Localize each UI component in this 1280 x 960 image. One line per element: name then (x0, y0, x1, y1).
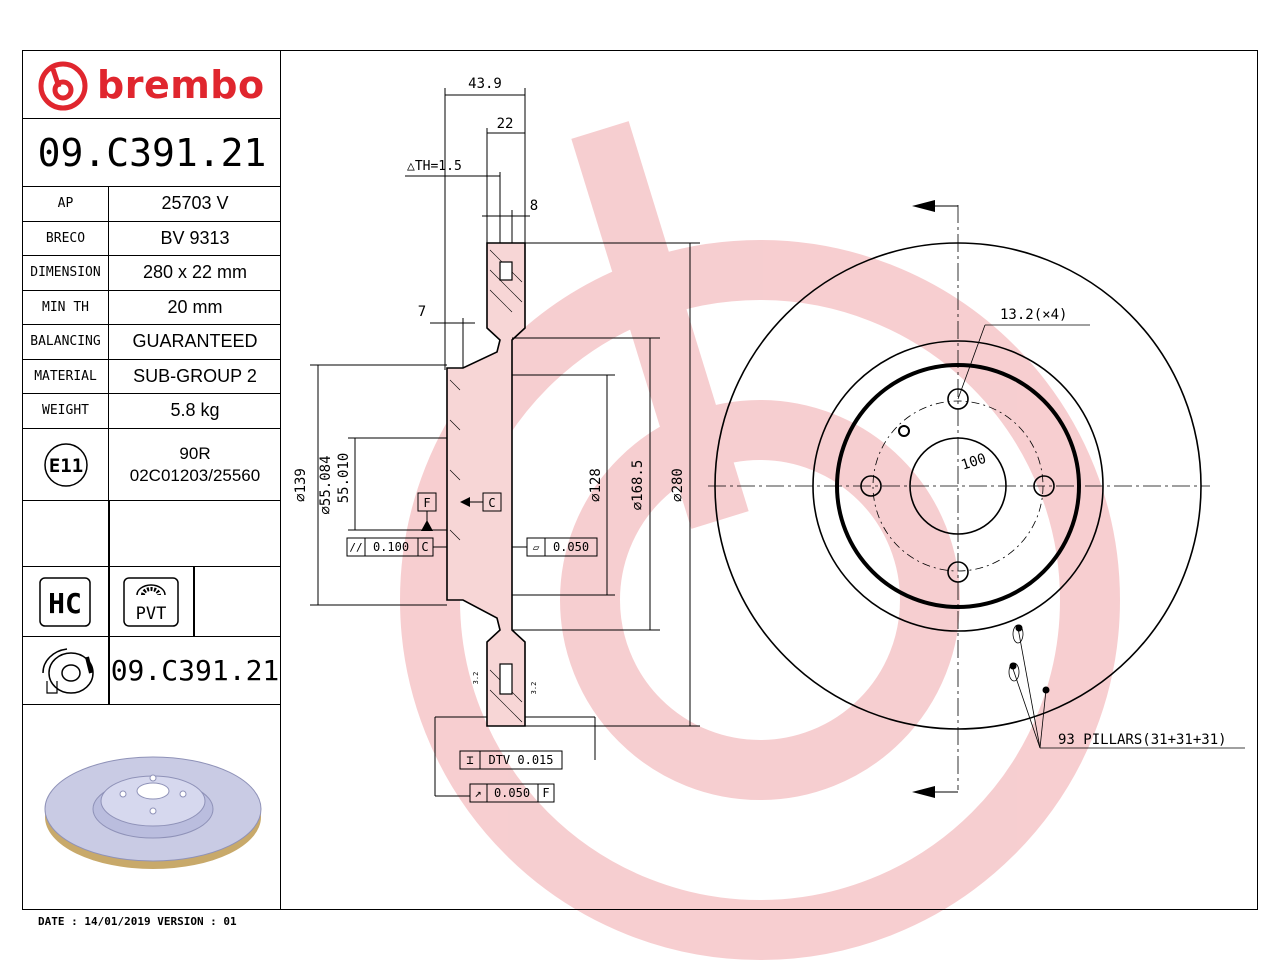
dim-280: ⌀280 (670, 468, 686, 502)
tol-parallel: 0.100 (373, 540, 409, 554)
spec-key: BRECO (23, 221, 109, 255)
spec-key: BALANCING (23, 325, 109, 359)
spec-row-ap: AP 25703 V (23, 187, 281, 222)
cert-line-1: 90R (179, 443, 211, 463)
pillars-callout: 93 PILLARS(31+31+31) (1058, 732, 1227, 748)
spec-key: MATERIAL (23, 359, 109, 393)
title-block: brembo 09.C391.21 AP 25703 V BRECO BV 93… (23, 51, 281, 909)
brembo-logo: brembo (23, 51, 281, 119)
hole-callout: 13.2(×4) (1000, 307, 1067, 323)
dim-55-084: ⌀55.084 (318, 455, 334, 514)
revision-footer: DATE : 14/01/2019 VERSION : 01 (38, 915, 237, 928)
spec-row-breco: BRECO BV 9313 (23, 221, 281, 256)
spec-row-weight: WEIGHT 5.8 kg (23, 394, 281, 429)
datum-f: F (423, 496, 430, 510)
disc-rendering (44, 756, 262, 869)
badge-row: HC PVT (23, 567, 281, 637)
spec-key: DIMENSION (23, 256, 109, 290)
dim-3-2-left: 3.2 (472, 672, 480, 685)
dim-min-thickness-diff: △TH=1.5 (407, 159, 462, 174)
empty-row (23, 501, 281, 567)
e-mark-circle-icon: E11 (43, 442, 88, 487)
part-number-row-2: 09.C391.21 (23, 637, 281, 705)
spec-value: 5.8 kg (170, 400, 220, 421)
parallelism-icon: // (349, 541, 362, 554)
dim-7: 7 (418, 304, 426, 320)
e-mark-text: E11 (48, 455, 82, 477)
flatness-icon: ▱ (533, 541, 540, 554)
spec-key: AP (23, 187, 109, 221)
part-number: 09.C391.21 (23, 119, 281, 187)
hc-badge-icon: HC (39, 577, 91, 627)
dim-139: ⌀139 (293, 468, 309, 502)
tol-dtv: DTV 0.015 (488, 753, 553, 767)
spec-row-dimension: DIMENSION 280 x 22 mm (23, 256, 281, 291)
dim-128: ⌀128 (588, 468, 604, 502)
spec-value: SUB-GROUP 2 (133, 365, 257, 386)
drawing-sheet: brembo 09.C391.21 AP 25703 V BRECO BV 93… (22, 50, 1258, 910)
datum-c: C (488, 496, 495, 510)
tol-flatness: 0.050 (553, 540, 589, 554)
spec-row-material: MATERIAL SUB-GROUP 2 (23, 359, 281, 394)
dim-8: 8 (530, 198, 538, 214)
spec-value: 280 x 22 mm (142, 262, 248, 283)
dim-3-2-right: 3.2 (530, 682, 538, 695)
spec-row-balancing: BALANCING GUARANTEED (23, 325, 281, 360)
dtv-icon: ⌶ (466, 753, 473, 767)
spec-value: 25703 V (161, 193, 229, 214)
tol-runout-ref: F (542, 786, 549, 800)
tol-parallel-ref: C (421, 540, 428, 554)
disc-profile-icon (42, 648, 94, 694)
brembo-logo-icon (38, 61, 88, 111)
runout-icon: ↗ (474, 786, 481, 800)
spec-key: MIN TH (23, 290, 109, 324)
spec-row-min-th: MIN TH 20 mm (23, 290, 281, 325)
dim-22: 22 (497, 116, 514, 132)
spec-value: GUARANTEED (132, 331, 258, 352)
e-mark: E11 (23, 429, 109, 500)
spec-value: 20 mm (167, 296, 223, 317)
spec-value: BV 9313 (160, 227, 230, 248)
hc-badge-text: HC (48, 587, 82, 620)
part-number-small: 09.C391.21 (110, 654, 280, 687)
spec-key: WEIGHT (23, 394, 109, 428)
cert-line-2: 02C01203/25560 (129, 465, 261, 485)
pcd-label: 100 (959, 451, 988, 474)
pvt-badge-text: PVT (136, 604, 167, 624)
pvt-badge-icon: PVT (123, 577, 179, 627)
brand-name: brembo (97, 63, 265, 107)
tol-runout: 0.050 (494, 786, 530, 800)
certification-row: E11 90R 02C01203/25560 (23, 429, 281, 501)
dim-43-9: 43.9 (468, 76, 502, 92)
dim-55-010: 55.010 (336, 453, 352, 504)
dim-168-5: ⌀168.5 (630, 460, 646, 511)
